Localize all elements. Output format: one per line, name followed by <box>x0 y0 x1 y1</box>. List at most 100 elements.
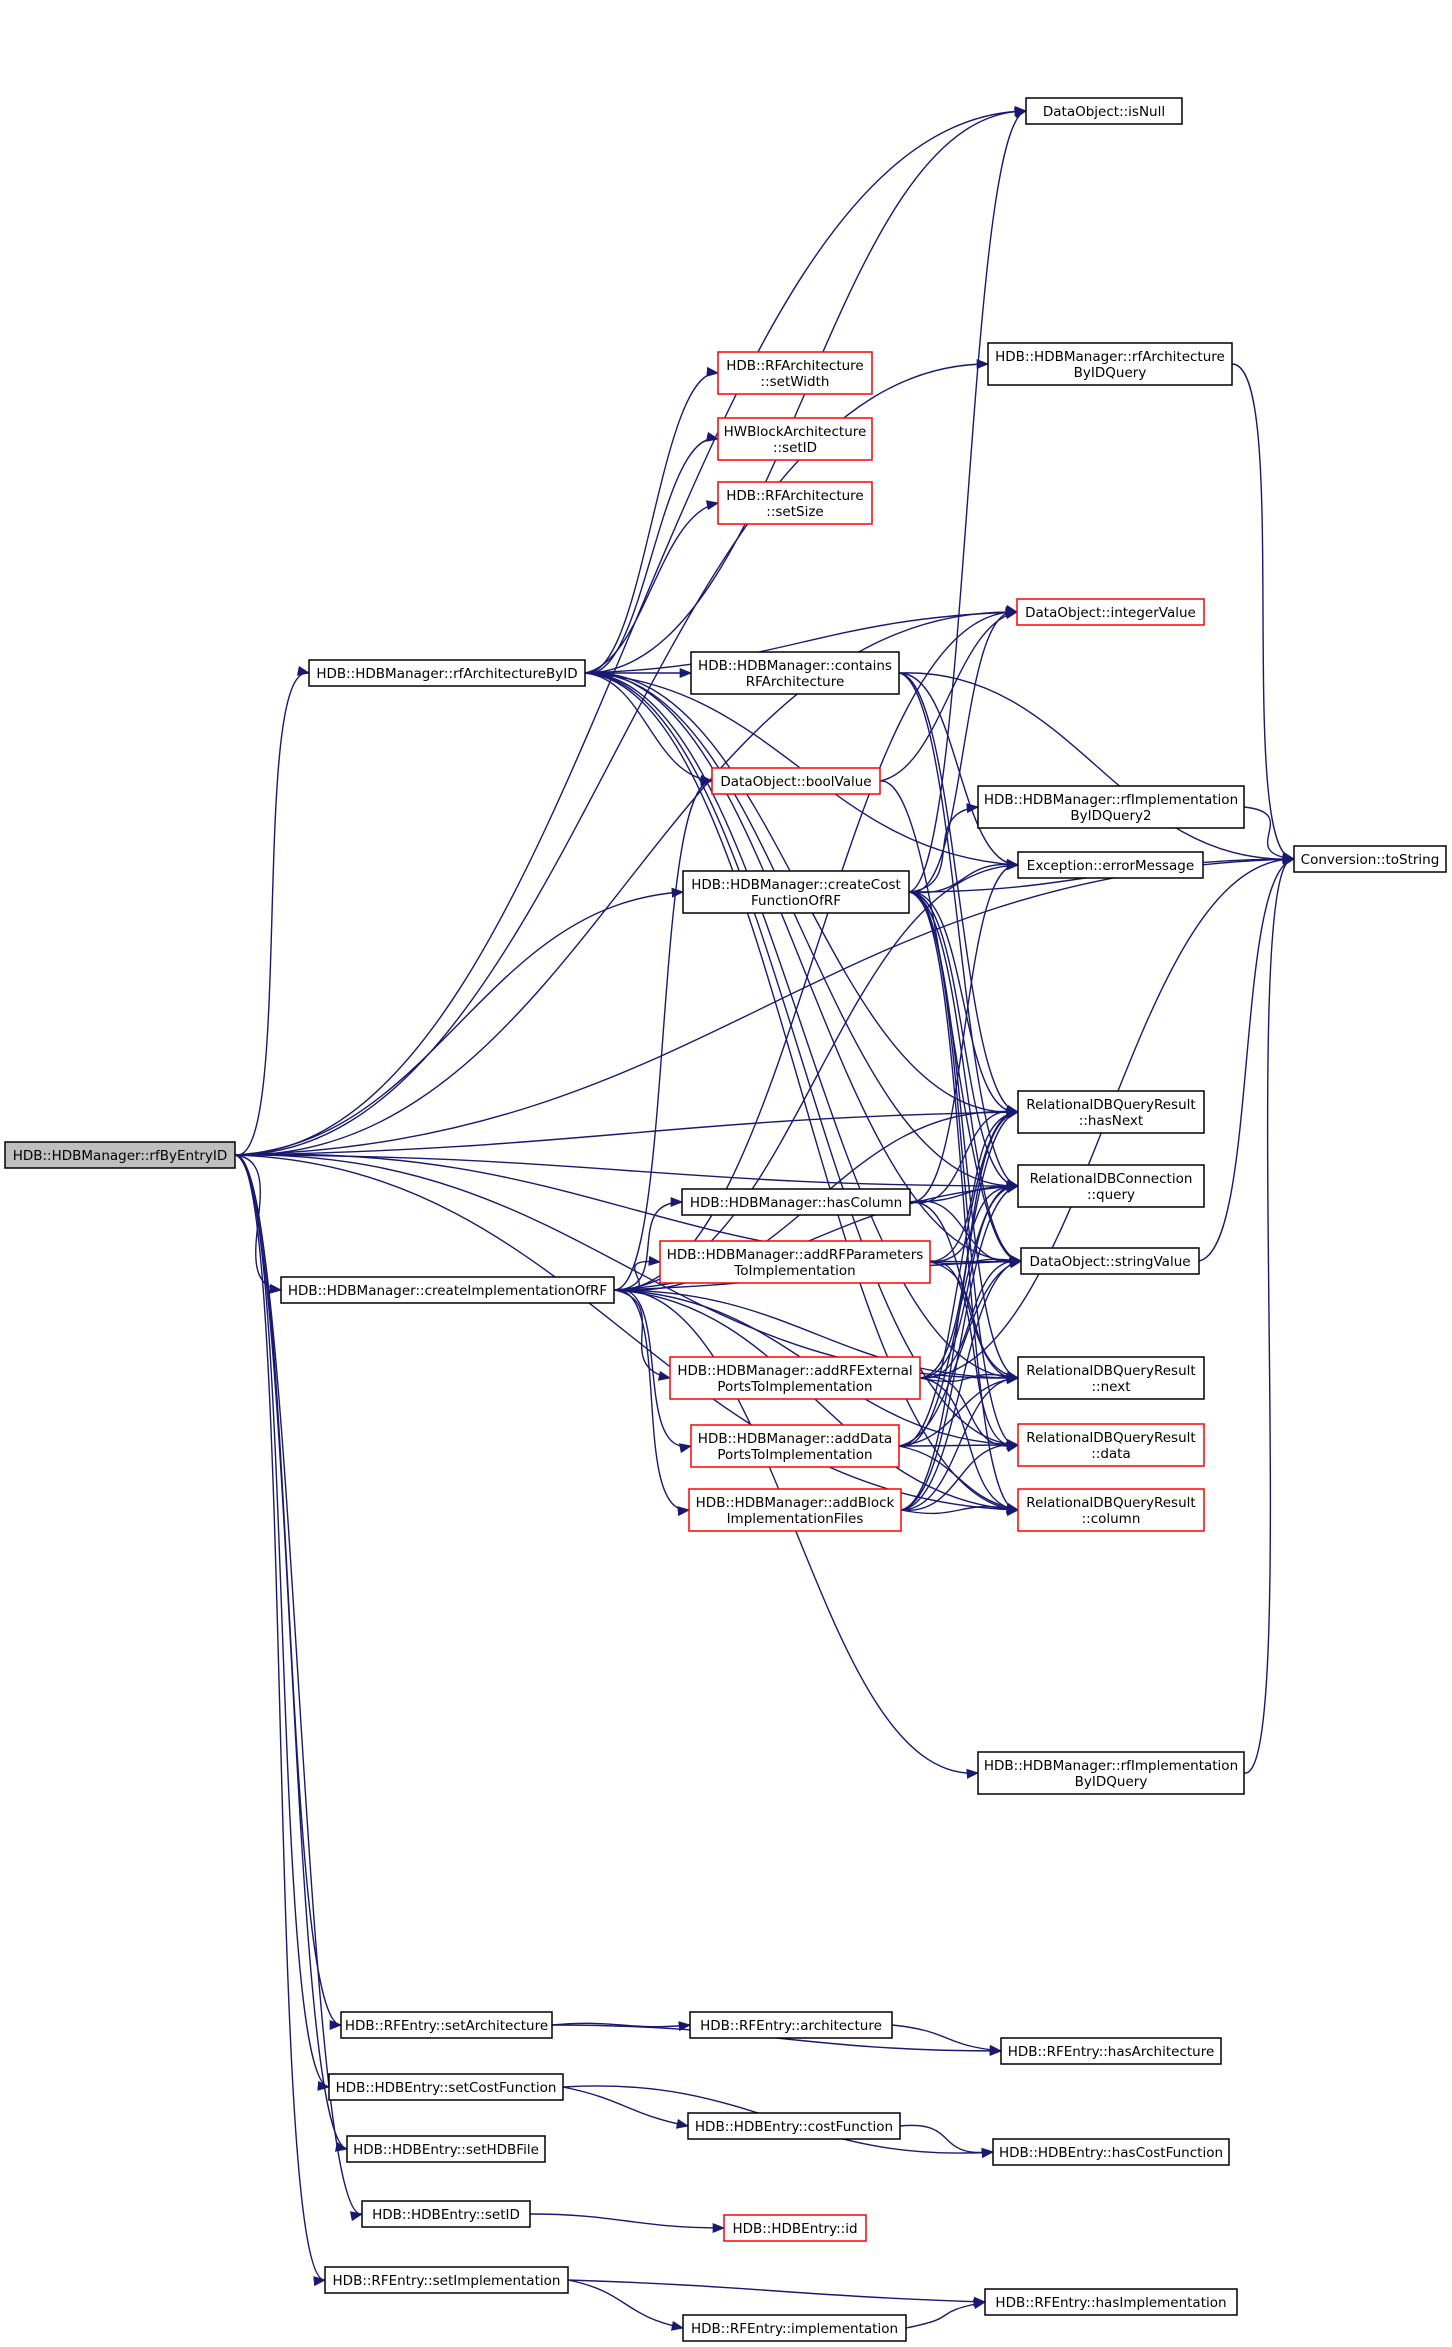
edge-addBlock-to-stringValue <box>900 1257 1023 1511</box>
node-hdb-hdbmanager-rfbyentryid[interactable]: HDB::HDBManager::rfByEntryID <box>4 1141 236 1169</box>
node-hdb-hdbmanager-addblockimplementationfiles[interactable]: HDB::HDBManager::addBlockImplementationF… <box>688 1488 902 1532</box>
edge-setCost-to-costFn <box>562 2086 690 2129</box>
node-label: ::query <box>1087 1187 1135 1203</box>
node-relationaldbqueryresult-data[interactable]: RelationalDBQueryResult::data <box>1017 1423 1205 1467</box>
node-hdb-hdbentry-setcostfunction[interactable]: HDB::HDBEntry::setCostFunction <box>328 2073 564 2101</box>
edge-setID-to-entryId <box>529 2213 726 2234</box>
node-label: ::data <box>1091 1446 1131 1462</box>
edge-costFn-to-hasCost <box>899 2124 995 2159</box>
node-box <box>1017 851 1204 879</box>
edge-rfArchByID-to-next <box>584 672 1020 1383</box>
node-label: HDB::HDBEntry::id <box>732 2221 857 2237</box>
node-dataobject-stringvalue[interactable]: DataObject::stringValue <box>1020 1247 1200 1275</box>
node-dataobject-boolvalue[interactable]: DataObject::boolValue <box>711 767 881 795</box>
node-label: FunctionOfRF <box>751 893 841 909</box>
node-hdb-rfentry-hasarchitecture[interactable]: HDB::RFEntry::hasArchitecture <box>1000 2037 1222 2065</box>
edge-root-to-query <box>234 1154 1020 1192</box>
node-hdb-rfentry-architecture[interactable]: HDB::RFEntry::architecture <box>689 2011 893 2039</box>
edge-containsRF-to-hasNext <box>898 672 1020 1116</box>
edge-root-to-setID <box>234 1154 364 2221</box>
edge-addRFExt-to-column <box>919 1377 1020 1514</box>
node-label: DataObject::stringValue <box>1029 1254 1190 1270</box>
node-label: RelationalDBQueryResult <box>1026 1097 1195 1113</box>
node-box <box>723 2214 867 2242</box>
edge-root-to-rfArchByID <box>234 665 311 1156</box>
edge-root-to-hasNext <box>234 1107 1020 1156</box>
node-label: HDB::HDBEntry::costFunction <box>695 2119 893 2135</box>
edge-createCost-to-stringValue <box>908 891 1023 1265</box>
edge-addData-to-next <box>898 1374 1020 1447</box>
node-label: RelationalDBQueryResult <box>1026 1430 1195 1446</box>
edge-hasColumn-to-stringValue <box>909 1200 1023 1269</box>
node-hdb-hdbentry-costfunction[interactable]: HDB::HDBEntry::costFunction <box>687 2112 901 2140</box>
node-label: HDB::HDBManager::rfImplementation <box>984 1758 1238 1774</box>
edge-containsRF-to-errorMessage <box>898 672 1020 871</box>
edge-root-to-toString <box>234 854 1296 1156</box>
node-hdb-hdbmanager-adddataportstoimplementation[interactable]: HDB::HDBManager::addDataPortsToImplement… <box>690 1424 900 1468</box>
node-hdb-rfentry-hasimplementation[interactable]: HDB::RFEntry::hasImplementation <box>984 2288 1238 2316</box>
node-box <box>682 2314 907 2342</box>
node-label: HDB::HDBManager::addRFExternal <box>677 1363 912 1379</box>
edge-createImpl-to-addData <box>613 1289 693 1454</box>
node-relationaldbconnection-query[interactable]: RelationalDBConnection::query <box>1017 1164 1205 1208</box>
node-label: HDB::RFEntry::setArchitecture <box>345 2018 548 2034</box>
node-hdb-hdbmanager-hascolumn[interactable]: HDB::HDBManager::hasColumn <box>681 1188 911 1216</box>
node-conversion-tostring[interactable]: Conversion::toString <box>1293 845 1447 873</box>
edge-hasColumn-to-errorMessage <box>909 858 1020 1203</box>
node-hdb-hdbmanager-rfarchitecturebyid[interactable]: HDB::HDBManager::rfArchitectureByID <box>308 659 586 687</box>
node-label: RelationalDBConnection <box>1030 1171 1193 1187</box>
edge-architecture-to-hasArch <box>891 2024 1003 2055</box>
node-hdb-hdbentry-sethdbfile[interactable]: HDB::HDBEntry::setHDBFile <box>346 2135 546 2163</box>
edge-addRFExt-to-hasNext <box>919 1108 1020 1379</box>
node-box <box>1020 1247 1200 1275</box>
node-hdb-rfentry-setarchitecture[interactable]: HDB::RFEntry::setArchitecture <box>340 2011 553 2039</box>
edge-createImpl-to-column <box>613 1289 1020 1515</box>
edge-rfArchByID-to-integerValue <box>584 607 1019 674</box>
node-label: DataObject::boolValue <box>720 774 871 790</box>
node-label: HDB::HDBManager::contains <box>698 658 892 674</box>
node-hdb-rfentry-implementation[interactable]: HDB::RFEntry::implementation <box>682 2314 907 2342</box>
node-box <box>1017 1423 1205 1467</box>
edge-root-to-isNull <box>234 106 1028 1156</box>
node-label: ::setWidth <box>761 374 830 390</box>
node-box <box>4 1141 236 1169</box>
node-label: DataObject::isNull <box>1043 104 1165 120</box>
node-box <box>1017 1488 1205 1532</box>
node-relationaldbqueryresult-column[interactable]: RelationalDBQueryResult::column <box>1017 1488 1205 1532</box>
node-hwblockarchitecture-setid[interactable]: HWBlockArchitecture::setID <box>717 417 873 461</box>
node-hdb-hdbmanager-createimplementationofrf[interactable]: HDB::HDBManager::createImplementationOfR… <box>280 1276 615 1304</box>
node-box <box>1017 1164 1205 1208</box>
node-hdb-rfarchitecture-setwidth[interactable]: HDB::RFArchitecture::setWidth <box>717 351 873 395</box>
node-label: HDB::HDBManager::rfImplementation <box>984 792 1238 808</box>
node-hdb-hdbentry-hascostfunction[interactable]: HDB::HDBEntry::hasCostFunction <box>992 2138 1230 2166</box>
node-box <box>361 2200 531 2228</box>
node-dataobject-isnull[interactable]: DataObject::isNull <box>1025 97 1183 125</box>
edge-addData-to-stringValue <box>898 1258 1023 1447</box>
edge-root-to-rfArchQuery <box>234 358 990 1156</box>
edge-addRFExt-to-query <box>919 1180 1020 1379</box>
node-hdb-rfentry-setimplementation[interactable]: HDB::RFEntry::setImplementation <box>324 2266 569 2294</box>
node-hdb-hdbentry-setid[interactable]: HDB::HDBEntry::setID <box>361 2200 531 2228</box>
node-dataobject-integervalue[interactable]: DataObject::integerValue <box>1016 598 1205 626</box>
edge-createCost-to-column <box>908 891 1020 1517</box>
node-label: ::column <box>1082 1511 1141 1527</box>
node-hdb-hdbmanager-addrfexternalportstoimplementation[interactable]: HDB::HDBManager::addRFExternalPortsToImp… <box>669 1356 921 1400</box>
node-hdb-hdbmanager-rfimplementationbyidquery2[interactable]: HDB::HDBManager::rfImplementationByIDQue… <box>977 785 1245 829</box>
node-hdb-rfarchitecture-setsize[interactable]: HDB::RFArchitecture::setSize <box>717 481 873 525</box>
edge-rfArchByID-to-setSize <box>584 500 720 674</box>
edge-containsRF-to-query <box>898 672 1020 1189</box>
node-relationaldbqueryresult-hasnext[interactable]: RelationalDBQueryResult::hasNext <box>1017 1090 1205 1134</box>
node-label: ByIDQuery <box>1074 365 1147 381</box>
edge-rfImplQuery-to-toString <box>1243 851 1296 1774</box>
node-hdb-hdbmanager-addrfparameterstoimplementation[interactable]: HDB::HDBManager::addRFParametersToImplem… <box>659 1240 931 1284</box>
node-hdb-hdbentry-id[interactable]: HDB::HDBEntry::id <box>723 2214 867 2242</box>
node-relationaldbqueryresult-next[interactable]: RelationalDBQueryResult::next <box>1017 1356 1205 1400</box>
edge-addBlock-to-next <box>900 1372 1020 1511</box>
node-label: ::setID <box>773 440 817 456</box>
node-hdb-hdbmanager-rfimplementationbyidquery[interactable]: HDB::HDBManager::rfImplementationByIDQue… <box>977 1751 1245 1795</box>
node-box <box>687 2112 901 2140</box>
node-exception-errormessage[interactable]: Exception::errorMessage <box>1017 851 1204 879</box>
